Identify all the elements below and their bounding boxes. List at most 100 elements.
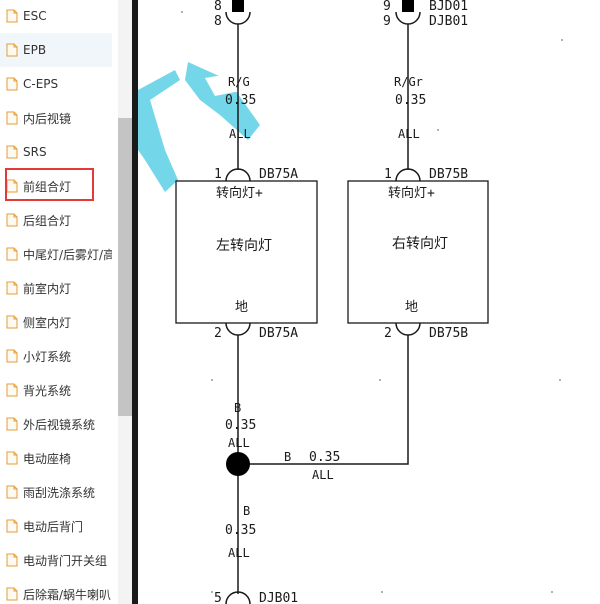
ground-upper-color: B: [234, 401, 241, 415]
document-icon: [6, 587, 18, 601]
panel-divider[interactable]: [132, 0, 138, 604]
right-box-term-top: 转向灯+: [388, 185, 435, 201]
sidebar-item-label: 前组合灯: [23, 179, 72, 194]
left-top-connector: 8 8: [214, 0, 251, 29]
document-icon: [6, 43, 18, 57]
ground-lower-color: B: [243, 504, 250, 518]
ground-horizontal-color: B: [284, 450, 291, 464]
sidebar-item[interactable]: 背光系统: [0, 373, 112, 407]
left-wire-size: 0.35: [225, 93, 256, 108]
document-icon: [6, 485, 18, 499]
sidebar-item[interactable]: 电动后背门: [0, 509, 112, 543]
sidebar-item[interactable]: 前组合灯: [0, 169, 112, 203]
right-turn-lamp: 1 DB75B 转向灯+ 右转向灯 地 2 DB75B: [347, 167, 489, 341]
sidebar-item-label: 电动后背门: [23, 519, 84, 534]
sidebar-item[interactable]: C-EPS: [0, 67, 112, 101]
document-icon: [6, 451, 18, 465]
right-box-name: 右转向灯: [392, 236, 448, 252]
ground-upper-spec: ALL: [228, 436, 250, 450]
document-icon: [6, 383, 18, 397]
sidebar-item-label: 雨刮洗涤系统: [23, 485, 96, 500]
sidebar-item[interactable]: 中尾灯/后雾灯/高: [0, 237, 112, 271]
sidebar-item-label: SRS: [23, 145, 47, 159]
left-box-conn-bottom: DB75A: [259, 326, 298, 341]
sidebar-item-label: 后除霜/蜗牛喇叭: [23, 587, 112, 602]
sidebar-item[interactable]: SRS: [0, 135, 112, 169]
right-box-pin-top: 1: [384, 167, 392, 182]
document-icon: [6, 281, 18, 295]
sidebar-item-label: 外后视镜系统: [23, 417, 96, 432]
document-icon: [6, 179, 18, 193]
right-box-term-bottom: 地: [405, 300, 418, 315]
sidebar-item[interactable]: EPB: [0, 33, 112, 67]
right-top-conn-b: DJB01: [429, 14, 468, 29]
left-box-conn-top: DB75A: [259, 167, 298, 182]
sidebar-item-label: 背光系统: [23, 383, 72, 398]
sidebar-item[interactable]: 外后视镜系统: [0, 407, 112, 441]
highlight-box: [5, 168, 94, 201]
document-icon: [6, 315, 18, 329]
left-box-pin-top: 1: [214, 167, 222, 182]
sidebar: ESC EPB C-EPS 内后视镜 SRS 前组合灯后组合灯中尾灯/后雾灯/高前室内灯侧…: [0, 0, 118, 604]
sidebar-item[interactable]: 侧室内灯: [0, 305, 112, 339]
sidebar-item[interactable]: 后组合灯: [0, 203, 112, 237]
sidebar-item[interactable]: 前室内灯: [0, 271, 112, 305]
right-top-pin-a: 9: [383, 0, 391, 14]
document-icon: [6, 213, 18, 227]
sidebar-item-label: 内后视镜: [23, 111, 72, 126]
left-top-pin-b: 8: [214, 14, 222, 29]
document-icon: [6, 9, 18, 23]
left-top-pin-a: 8: [214, 0, 222, 14]
scrollbar-thumb[interactable]: [118, 118, 132, 416]
right-wire-spec: ALL: [398, 127, 420, 141]
sidebar-item-label: EPB: [23, 43, 47, 57]
sidebar-item-label: 小灯系统: [23, 349, 72, 364]
document-icon: [6, 553, 18, 567]
ground-horizontal-spec: ALL: [312, 468, 334, 482]
left-box-term-bottom: 地: [235, 300, 248, 315]
document-icon: [6, 349, 18, 363]
bottom-connector: 5 DJB01: [214, 591, 298, 604]
ground-lower-size: 0.35: [225, 523, 256, 538]
left-wire-spec: ALL: [229, 127, 251, 141]
document-icon: [6, 417, 18, 431]
sidebar-item-label: C-EPS: [23, 77, 59, 91]
right-wire-size: 0.35: [395, 93, 426, 108]
sidebar-item[interactable]: ESC: [0, 0, 112, 33]
right-box-conn-top: DB75B: [429, 167, 468, 182]
left-turn-lamp: 1 DB75A 转向灯+ 左转向灯 地 2 DB75A: [175, 167, 318, 341]
sidebar-item-label: ESC: [23, 9, 47, 23]
ground-upper-size: 0.35: [225, 418, 256, 433]
bottom-conn: DJB01: [259, 591, 298, 604]
sidebar-item-label: 电动座椅: [23, 451, 72, 466]
right-top-pin-b: 9: [383, 14, 391, 29]
sidebar-item[interactable]: 电动座椅: [0, 441, 112, 475]
watermark: [138, 62, 260, 192]
ground-lower-spec: ALL: [228, 546, 250, 560]
wiring-diagram: 8 8 R/G 0.35 ALL 9 9 BJD01 DJB01 R/Gr 0.…: [138, 0, 563, 604]
sidebar-item-label: 电动背门开关组: [23, 553, 108, 568]
sidebar-item[interactable]: 内后视镜: [0, 101, 112, 135]
right-wire-color: R/Gr: [394, 75, 423, 89]
left-wire-color: R/G: [228, 75, 250, 89]
right-top-conn-a: BJD01: [429, 0, 468, 14]
document-icon: [6, 519, 18, 533]
sidebar-item-label: 中尾灯/后雾灯/高: [23, 247, 112, 262]
sidebar-item[interactable]: 小灯系统: [0, 339, 112, 373]
bottom-pin: 5: [214, 591, 222, 604]
document-icon: [6, 111, 18, 125]
sidebar-item[interactable]: 雨刮洗涤系统: [0, 475, 112, 509]
left-box-term-top: 转向灯+: [216, 185, 263, 201]
document-icon: [6, 145, 18, 159]
right-box-conn-bottom: DB75B: [429, 326, 468, 341]
sidebar-item[interactable]: 后除霜/蜗牛喇叭: [0, 577, 112, 604]
left-box-name: 左转向灯: [216, 238, 272, 254]
scan-dots: [181, 11, 563, 593]
sidebar-item-label: 后组合灯: [23, 213, 72, 228]
right-top-connector: 9 9 BJD01 DJB01: [383, 0, 468, 29]
right-ground-wire: [238, 335, 409, 465]
document-icon: [6, 247, 18, 261]
sidebar-item-label: 前室内灯: [23, 281, 72, 296]
sidebar-item[interactable]: 电动背门开关组: [0, 543, 112, 577]
splice-node: [226, 452, 250, 476]
